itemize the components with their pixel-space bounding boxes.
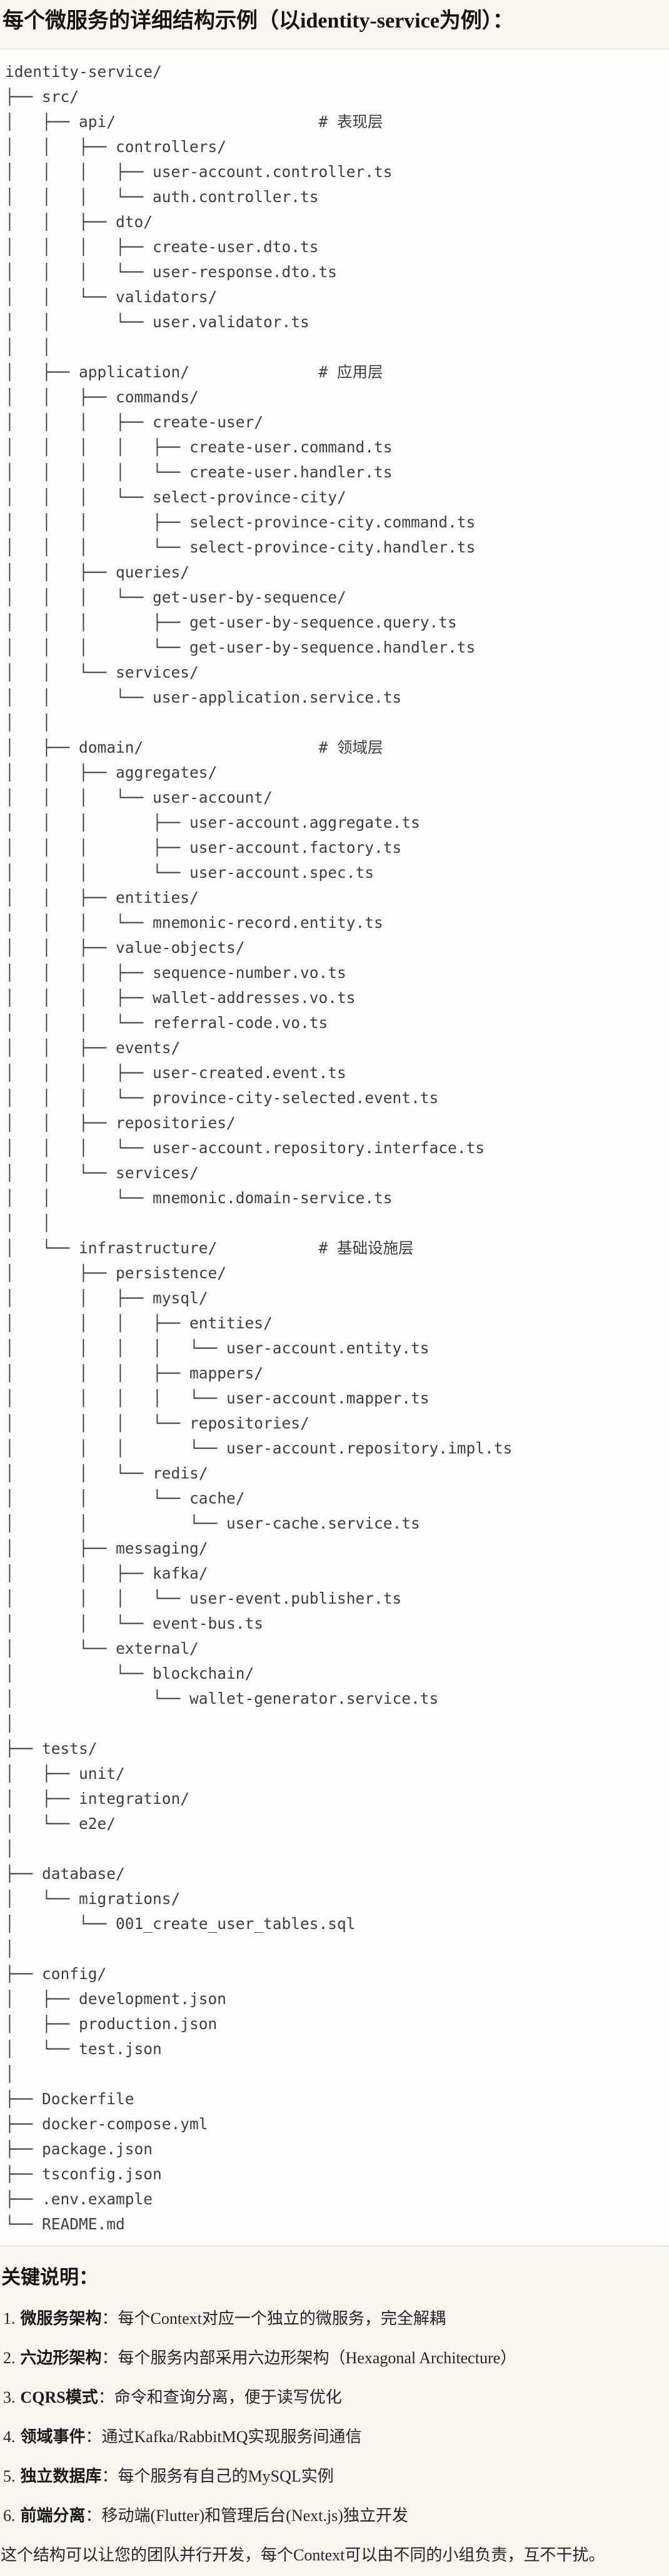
note-item: 4.领域事件：通过Kafka/RabbitMQ实现服务间通信 [3, 2426, 669, 2448]
note-number: 2. [3, 2349, 16, 2367]
file-tree: identity-service/ ├── src/ │ ├── api/ # … [5, 63, 513, 2233]
footer-paragraph: 这个结构可以让您的团队并行开发，每个Context可以由不同的小组负责，互不干扰… [1, 2546, 605, 2564]
note-label: 微服务架构 [20, 2309, 102, 2328]
note-label: 前端分离 [20, 2507, 86, 2525]
note-label: 领域事件 [20, 2428, 86, 2446]
note-text: 每个Context对应一个独立的微服务，完全解耦 [118, 2309, 446, 2328]
page-title: 每个微服务的详细结构示例（以identity-service为例）： [3, 9, 514, 33]
note-item: 5.独立数据库：每个服务有自己的MySQL实例 [3, 2465, 669, 2488]
note-separator: ： [85, 2428, 102, 2446]
note-text: 每个服务有自己的MySQL实例 [118, 2467, 334, 2485]
note-separator: ： [101, 2309, 118, 2328]
note-text: 每个服务内部采用六边形架构（Hexagonal Architecture） [118, 2349, 517, 2367]
note-number: 6. [3, 2507, 16, 2525]
note-number: 4. [3, 2428, 16, 2446]
note-separator: ： [101, 2467, 118, 2485]
note-text: 移动端(Flutter)和管理后台(Next.js)独立开发 [101, 2507, 408, 2525]
note-label: CQRS模式 [20, 2388, 98, 2406]
note-item: 1.微服务架构：每个Context对应一个独立的微服务，完全解耦 [3, 2308, 669, 2330]
note-text: 通过Kafka/RabbitMQ实现服务间通信 [101, 2428, 362, 2446]
note-separator: ： [98, 2388, 114, 2406]
note-number: 5. [3, 2467, 16, 2485]
note-number: 1. [3, 2309, 16, 2328]
note-item: 2.六边形架构：每个服务内部采用六边形架构（Hexagonal Architec… [3, 2347, 669, 2370]
note-item: 6.前端分离：移动端(Flutter)和管理后台(Next.js)独立开发 [3, 2505, 669, 2527]
file-tree-block: identity-service/ ├── src/ │ ├── api/ # … [0, 49, 669, 2246]
note-label: 六边形架构 [20, 2349, 102, 2367]
notes-heading: 关键说明： [1, 2266, 98, 2288]
note-label: 独立数据库 [20, 2467, 102, 2485]
note-item: 3.CQRS模式：命令和查询分离，便于读写优化 [3, 2386, 669, 2409]
note-text: 命令和查询分离，便于读写优化 [114, 2388, 342, 2406]
note-separator: ： [101, 2349, 118, 2367]
note-number: 3. [3, 2388, 16, 2406]
note-separator: ： [85, 2507, 102, 2525]
